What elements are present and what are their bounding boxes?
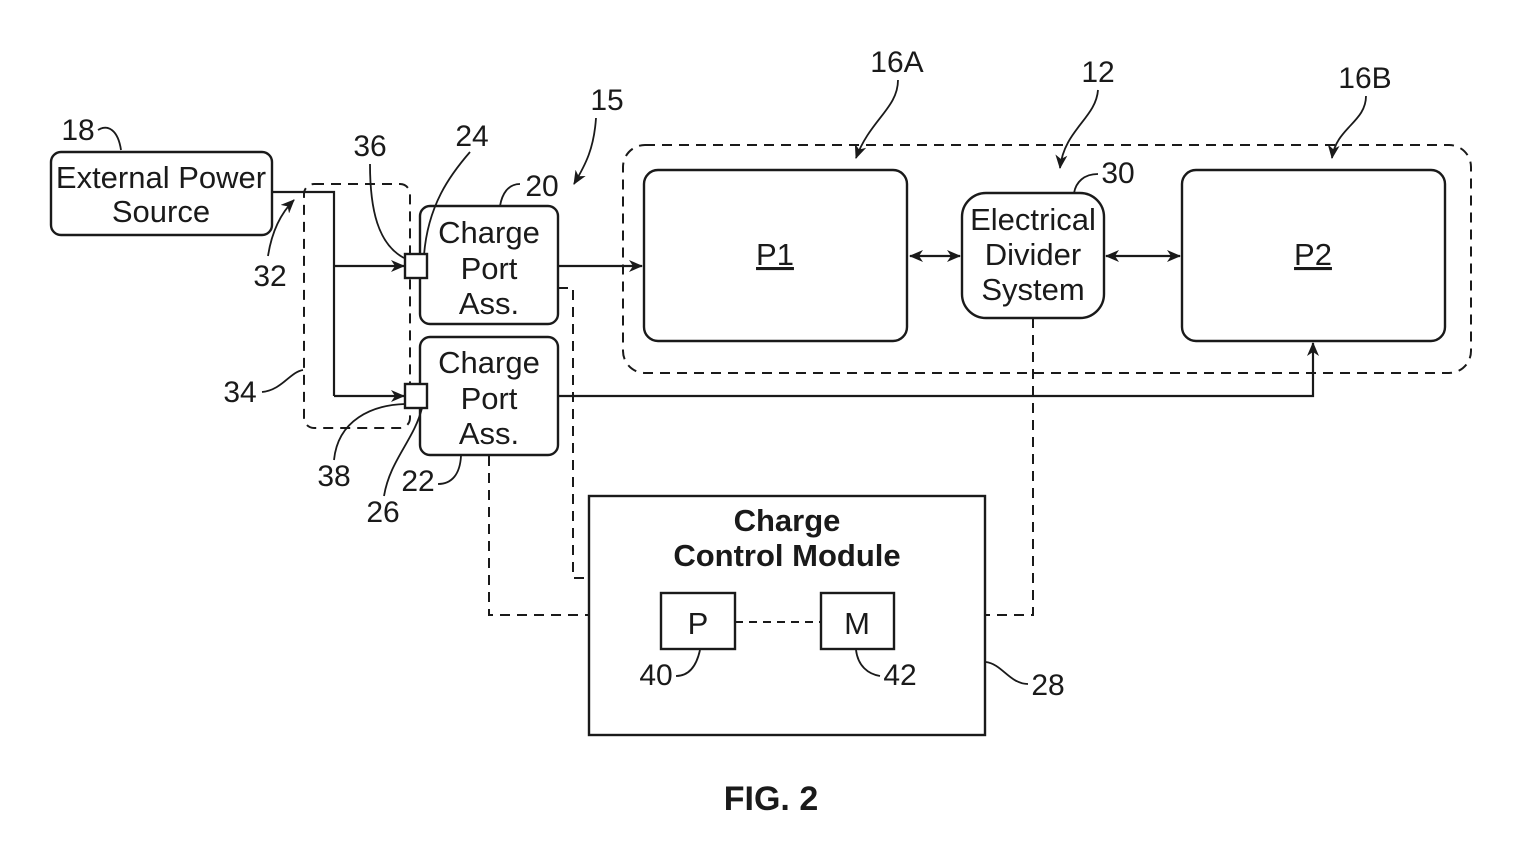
ccm-label-line1: Charge (734, 503, 841, 538)
ref-label-16b: 16B (1338, 62, 1391, 95)
ref-label-28: 28 (1031, 669, 1064, 702)
charge-port-1-label-line1: Charge (438, 215, 540, 250)
ref-label-40: 40 (639, 659, 672, 692)
leader-38 (333, 403, 406, 461)
p2-block[interactable]: P2 (1180, 168, 1447, 343)
power-line-trunk (272, 190, 336, 396)
charge-port-assembly-1[interactable]: Charge Port Ass. (418, 204, 560, 326)
ref-label-18: 18 (61, 114, 94, 147)
leader-16b (1327, 95, 1367, 159)
ref-label-16a: 16A (870, 46, 923, 79)
divider-label-line3: System (981, 272, 1084, 307)
leader-18 (97, 126, 122, 151)
port-connector-36[interactable] (403, 252, 429, 280)
ref-label-24: 24 (455, 120, 488, 153)
port-connector-38[interactable] (403, 382, 429, 410)
charge-port-assembly-2[interactable]: Charge Port Ass. (418, 335, 560, 457)
p2-label: P2 (1294, 237, 1332, 272)
processor-block[interactable]: P (659, 591, 737, 651)
leader-42 (855, 649, 881, 677)
leader-34 (261, 369, 304, 393)
leader-30 (1073, 173, 1099, 194)
leader-16a (854, 79, 899, 159)
leader-26 (383, 407, 423, 497)
p1-block[interactable]: P1 (642, 168, 909, 343)
control-line-divider (986, 318, 1034, 616)
ref-label-15: 15 (590, 84, 623, 117)
control-line-port-1 (558, 287, 590, 579)
ccm-label-line2: Control Module (673, 538, 900, 573)
ref-label-26: 26 (366, 496, 399, 529)
ref-label-32: 32 (253, 260, 286, 293)
divider-label-line2: Divider (985, 237, 1081, 272)
leader-28 (985, 661, 1029, 685)
leader-20 (499, 183, 521, 207)
electrical-divider-system-block[interactable]: Electrical Divider System (960, 191, 1106, 320)
external-power-source-label-line1: External Power (56, 160, 266, 195)
ref-label-36: 36 (353, 130, 386, 163)
external-power-source-label-line2: Source (112, 194, 210, 229)
line-port-2-to-p2 (558, 342, 1319, 398)
figure-caption: FIG. 2 (724, 780, 818, 818)
charge-port-2-label-line2: Port (461, 381, 518, 416)
leader-40 (675, 649, 701, 677)
connector-group-boundary (303, 183, 411, 429)
memory-block[interactable]: M (819, 591, 896, 651)
ref-label-42: 42 (883, 659, 916, 692)
charge-port-2-label-line1: Charge (438, 345, 540, 380)
ref-label-38: 38 (317, 460, 350, 493)
charge-port-1-label-line3: Ass. (459, 286, 519, 321)
p1-label: P1 (756, 237, 794, 272)
ref-label-20: 20 (525, 170, 558, 203)
charge-control-module-block[interactable]: Charge Control Module (587, 494, 987, 737)
ref-label-22: 22 (401, 465, 434, 498)
charge-port-1-label-line2: Port (461, 251, 518, 286)
leader-15 (573, 117, 597, 185)
leader-22 (437, 455, 462, 485)
memory-label: M (844, 606, 870, 641)
leader-36 (369, 163, 405, 259)
leader-12 (1055, 89, 1099, 169)
divider-label-line1: Electrical (970, 202, 1096, 237)
external-power-source-block[interactable]: External Power Source (49, 150, 274, 237)
ref-label-34: 34 (223, 376, 256, 409)
leader-24 (423, 151, 471, 256)
processor-label: P (688, 606, 709, 641)
control-line-port-2 (488, 456, 590, 616)
ref-label-30: 30 (1101, 157, 1134, 190)
leader-32 (267, 199, 295, 257)
charge-port-2-label-line3: Ass. (459, 416, 519, 451)
ref-label-12: 12 (1081, 56, 1114, 89)
